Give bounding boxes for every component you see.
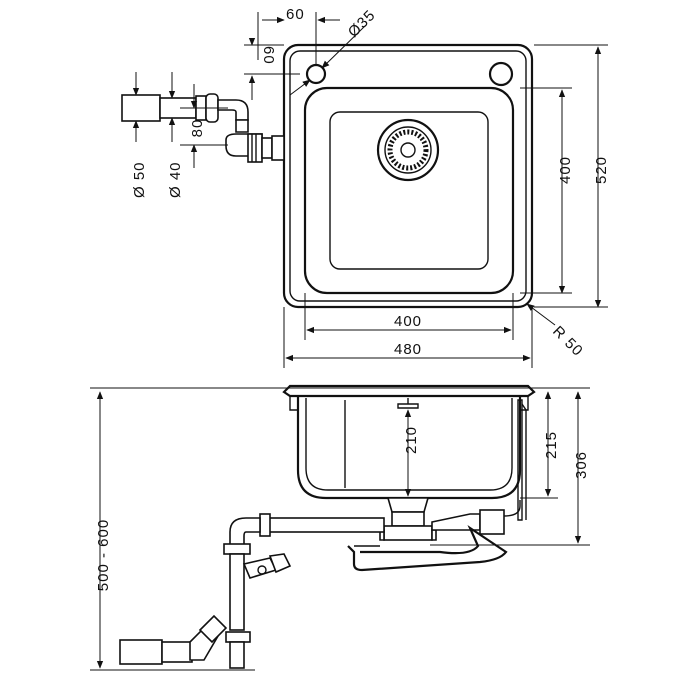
side-view: 500 - 600 210 215 306 [90,384,590,671]
pipe-diameter-2-label: Ø 40 [167,161,184,198]
bowl-floor [329,111,489,270]
drain-center [400,142,416,158]
tap-hole [488,61,514,87]
total-height-label: 306 [573,451,590,479]
overflow-offset-x-label: 60 [286,6,305,23]
pipe-offset-label: 80 [189,119,206,138]
top-view: 60 Ø35 60 400 520 400 480 R 50 [121,6,610,368]
install-height-label: 500 - 600 [95,519,112,591]
sink-height-label: 215 [543,431,560,459]
bowl-depth-label: 400 [557,156,574,184]
bowl-height-label: 210 [403,426,420,454]
bowl-outline [303,86,515,295]
overflow-offset-y-label: 60 [260,46,277,65]
drain-trap-assembly [119,497,521,669]
drain-strainer [387,129,429,171]
corner-radius-label: R 50 [549,323,586,360]
bowl-width-label: 400 [394,313,422,330]
drain-outer [376,118,440,182]
sink-outer-rim [282,43,534,309]
outer-depth-label: 520 [593,156,610,184]
overflow-diameter-label: Ø35 [345,7,379,41]
pipe-diameter-1-label: Ø 50 [131,161,148,198]
outer-width-label: 480 [394,341,422,358]
sink-rim-inner [289,50,527,302]
drain-ring [384,126,432,174]
